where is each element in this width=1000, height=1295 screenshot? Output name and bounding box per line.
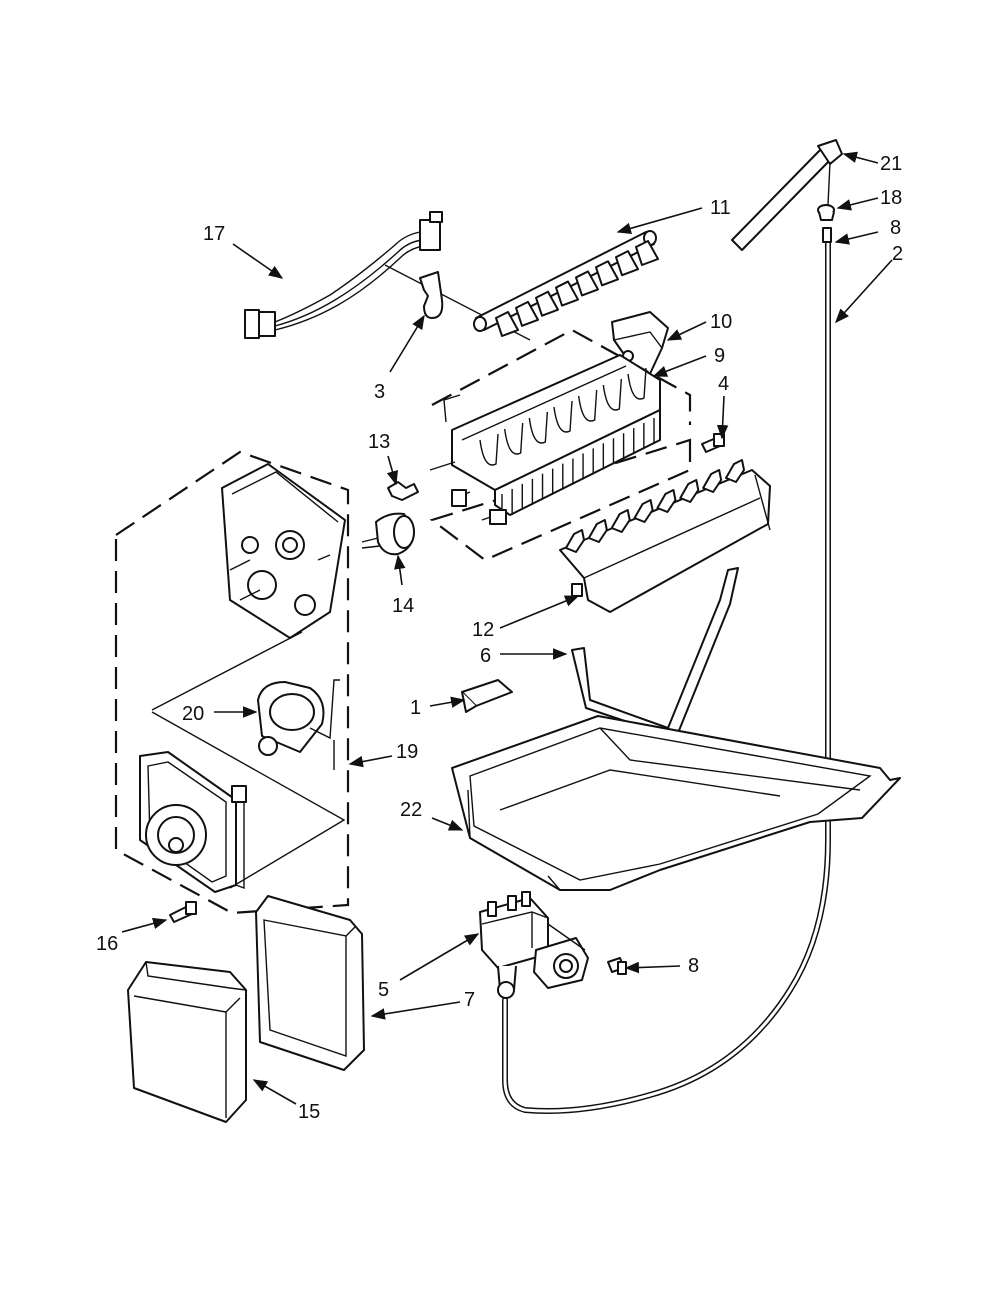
module-screw — [169, 901, 197, 923]
callout-8-upper: 8 — [890, 217, 901, 239]
stripper-tooth — [679, 479, 700, 503]
callout-21: 21 — [880, 153, 902, 175]
thermostat-clip — [387, 481, 419, 501]
stripper-tooth — [587, 519, 608, 543]
callout-12: 12 — [472, 619, 494, 641]
mold-cavity — [577, 389, 598, 422]
callout-9: 9 — [714, 345, 725, 367]
ejector-blade — [575, 270, 599, 297]
bracket-clip — [461, 679, 513, 713]
stripper-tooth — [633, 499, 654, 523]
harness-clip — [419, 271, 444, 319]
callout-17: 17 — [203, 223, 225, 245]
mounting-screw — [701, 433, 725, 453]
tube-insert — [822, 227, 832, 243]
ejector-blade — [635, 240, 659, 266]
ejector-blade — [495, 311, 519, 337]
callout-labels: 17 3 11 10 9 4 13 14 12 6 1 20 19 22 16 … — [96, 153, 903, 1123]
mold-cavity — [553, 400, 573, 433]
stripper-tooth — [725, 459, 745, 483]
callout-11: 11 — [710, 197, 731, 219]
mold-cavity — [602, 378, 623, 411]
callout-13: 13 — [368, 431, 390, 453]
valve-screw — [607, 957, 627, 975]
grommet — [817, 204, 835, 221]
ice-bin — [451, 715, 901, 891]
callout-10: 10 — [710, 311, 732, 333]
callout-4: 4 — [718, 373, 729, 395]
water-tube — [502, 237, 831, 1114]
control-module-group — [114, 450, 350, 915]
mold-cavity — [627, 367, 647, 400]
mold-cavity — [528, 411, 549, 444]
ejector-blade — [555, 280, 579, 307]
stripper-tooth — [656, 489, 677, 513]
thermostat — [361, 512, 415, 556]
stripper-tooth — [610, 509, 631, 533]
ejector-blade — [615, 250, 639, 277]
ejector-blade — [515, 300, 539, 327]
callout-2: 2 — [892, 243, 903, 265]
callout-6: 6 — [480, 645, 491, 667]
ejector-rake — [473, 230, 659, 337]
water-valve — [479, 891, 589, 999]
callout-22: 22 — [400, 799, 422, 821]
stripper-tooth — [702, 469, 723, 493]
callout-19: 19 — [396, 741, 418, 763]
stripper — [559, 459, 771, 613]
module-cover — [127, 961, 247, 1123]
callout-3: 3 — [374, 381, 385, 403]
mold-cavity — [479, 433, 499, 466]
callout-1: 1 — [410, 697, 421, 719]
icemaker-mold — [429, 328, 692, 562]
callout-14: 14 — [392, 595, 414, 617]
callout-16: 16 — [96, 933, 118, 955]
cover-gasket — [255, 895, 365, 1071]
fill-tube — [731, 139, 843, 251]
callout-5: 5 — [378, 979, 389, 1001]
callout-8-lower: 8 — [688, 955, 699, 977]
callout-leaders — [121, 151, 893, 1105]
callout-18: 18 — [880, 187, 902, 209]
callout-15: 15 — [298, 1101, 320, 1123]
mold-cavity — [503, 422, 524, 455]
ejector-blade — [535, 290, 559, 317]
callout-20: 20 — [182, 703, 204, 725]
wire-harness — [244, 211, 531, 341]
ejector-blade — [595, 260, 619, 287]
callout-7: 7 — [464, 989, 475, 1011]
stripper-tooth — [565, 529, 585, 553]
